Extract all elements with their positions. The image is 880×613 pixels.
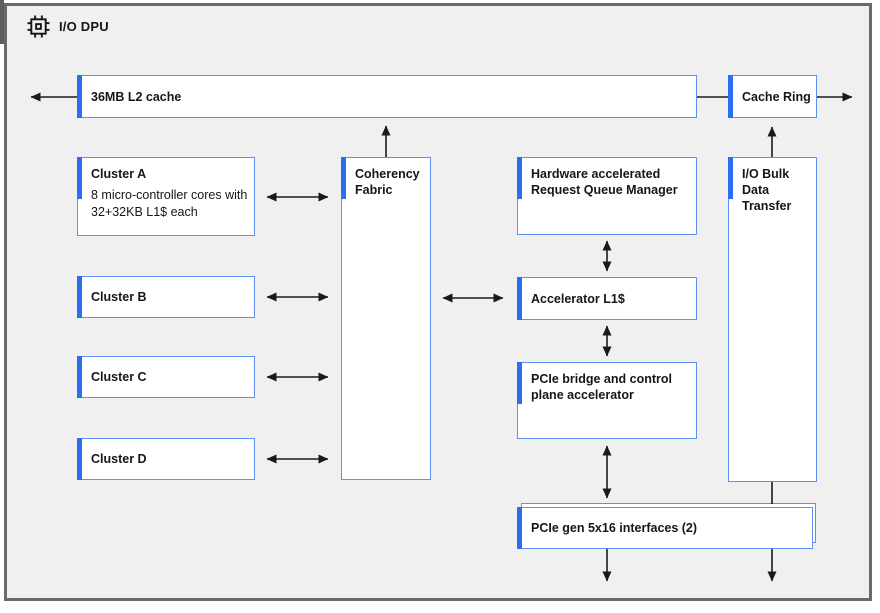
corner-accent-bar: [0, 0, 4, 44]
accent-bar: [77, 438, 82, 480]
accent-bar: [728, 75, 733, 118]
accent-bar: [77, 157, 82, 199]
accent-bar: [77, 356, 82, 398]
node-pcie-interfaces: PCIe gen 5x16 interfaces (2): [517, 507, 813, 549]
node-label: Coherency Fabric: [355, 167, 420, 197]
accent-bar: [517, 507, 522, 549]
accent-bar: [77, 75, 82, 118]
node-io-bulk-data-transfer: I/O Bulk Data Transfer: [728, 157, 817, 482]
node-request-queue-manager: Hardware accelerated Request Queue Manag…: [517, 157, 697, 235]
node-label: Cluster C: [91, 370, 147, 384]
accent-bar: [517, 362, 522, 404]
accent-bar: [517, 157, 522, 199]
accent-bar: [341, 157, 346, 199]
node-label: Cluster B: [91, 290, 147, 304]
node-label: Accelerator L1$: [531, 291, 625, 306]
diagram-header: I/O DPU: [27, 15, 109, 38]
accent-bar: [728, 157, 733, 199]
node-label: PCIe gen 5x16 interfaces (2): [531, 521, 698, 535]
node-l2-cache: 36MB L2 cache: [77, 75, 697, 118]
node-label: Cache Ring: [742, 89, 811, 104]
node-label: 36MB L2 cache: [91, 89, 182, 104]
node-cluster-b: Cluster B: [77, 276, 255, 318]
node-cluster-c: Cluster C: [77, 356, 255, 398]
chip-icon: [27, 15, 50, 38]
node-cluster-d: Cluster D: [77, 438, 255, 480]
node-cache-ring: Cache Ring: [728, 75, 817, 118]
node-coherency-fabric: Coherency Fabric: [341, 157, 431, 480]
node-label: Cluster D: [91, 452, 147, 466]
node-label: I/O Bulk Data Transfer: [742, 167, 792, 213]
node-pcie-bridge: PCIe bridge and control plane accelerato…: [517, 362, 697, 439]
accent-bar: [517, 277, 522, 320]
node-label: Cluster A: [91, 167, 147, 181]
node-cluster-a: Cluster A 8 micro-controller cores with …: [77, 157, 255, 236]
node-description: 8 micro-controller cores with 32+32KB L1…: [91, 188, 248, 219]
node-label: Hardware accelerated Request Queue Manag…: [531, 167, 678, 197]
node-accelerator-l1: Accelerator L1$: [517, 277, 697, 320]
diagram-title: I/O DPU: [59, 19, 109, 34]
node-label: PCIe bridge and control plane accelerato…: [531, 372, 672, 402]
accent-bar: [77, 276, 82, 318]
